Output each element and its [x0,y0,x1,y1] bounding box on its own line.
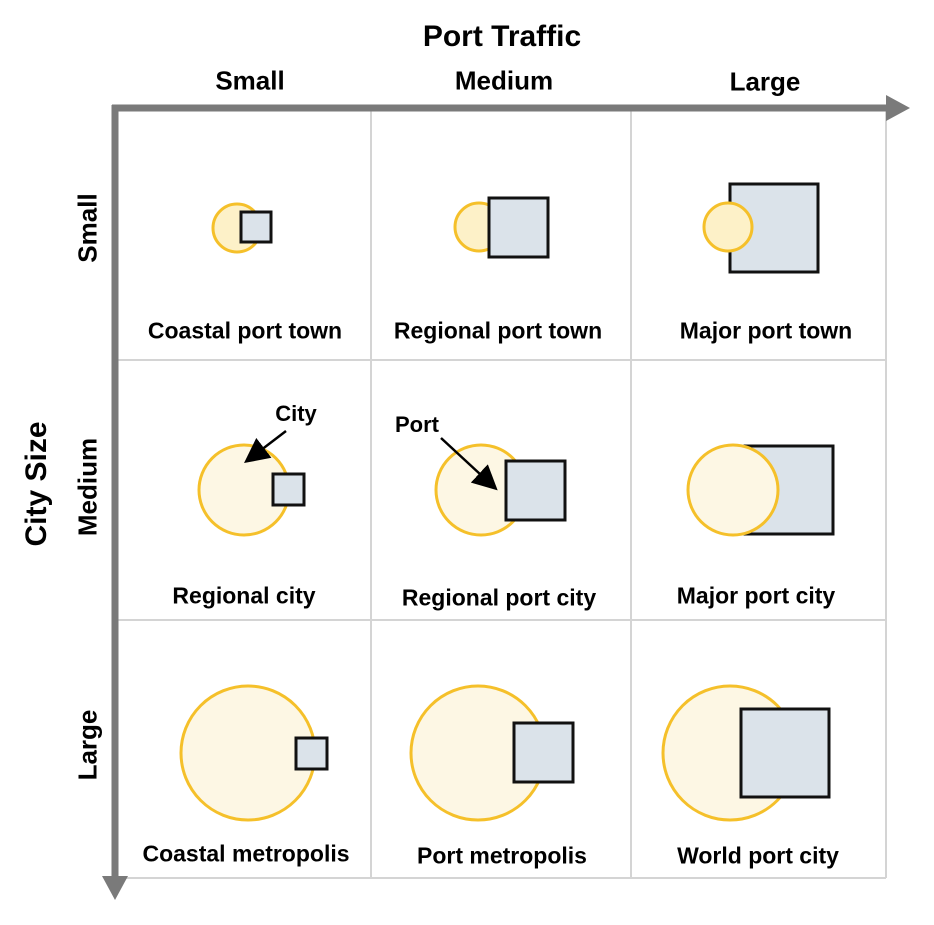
port-square [271,472,306,507]
axes [102,95,910,900]
cell-label: Coastal metropolis [142,840,350,867]
port-square [487,196,550,259]
cell-label: Coastal port town [147,317,343,344]
cell-label: Regional port city [401,584,597,611]
column-header-large: Large [729,66,801,97]
row-header-medium: Medium [72,437,103,537]
cell-label: Major port city [676,582,836,609]
port-square [239,210,273,244]
y-axis-arrowhead [102,876,128,900]
y-axis-title: City Size [20,421,53,547]
city-circle [686,443,780,537]
cell-label: World port city [677,842,839,869]
row-header-large: Large [72,709,103,781]
column-header-small: Small [215,65,285,96]
x-axis-title: Port Traffic [422,20,582,53]
cell-label: Regional port town [393,317,603,344]
annotation-arrows [244,430,498,491]
port-square [504,459,567,522]
city-circle [702,201,754,253]
column-header-medium: Medium [454,65,554,96]
grid-lines [115,108,887,879]
cell-label: Regional city [172,582,316,609]
port-pointer-arrow [440,437,498,491]
city-pointer-arrow [244,430,287,464]
x-axis-arrowhead [886,95,910,121]
port-square [512,721,575,784]
port-square [739,707,831,799]
annotation-port: Port [395,412,439,437]
city-port-symbols [179,182,835,822]
row-header-small: Small [72,193,103,263]
port-square [294,736,329,771]
annotation-city: City [275,401,317,426]
cell-label: Port metropolis [417,842,587,869]
cell-label: Major port town [679,317,853,344]
